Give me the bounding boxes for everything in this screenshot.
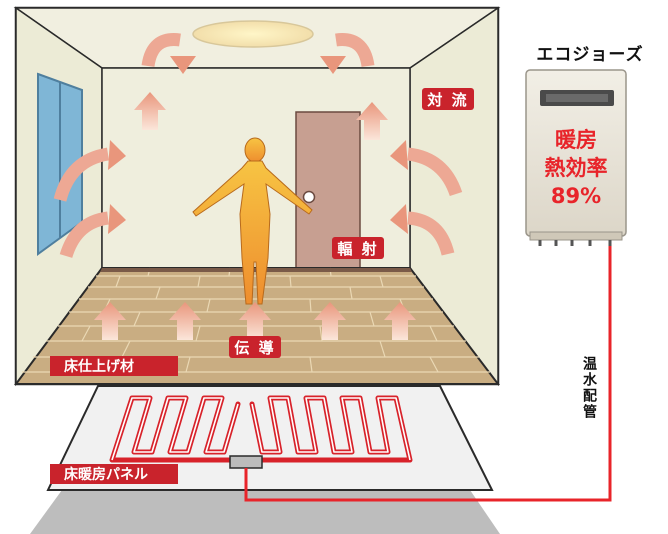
efficiency-line-1: 暖房 (555, 128, 597, 152)
panel-label: 床暖房パネル (50, 464, 178, 484)
door-knob (302, 190, 316, 204)
conduction-label: 伝 導 (229, 336, 281, 358)
pipe-manifold (229, 455, 263, 469)
efficiency-value: 89% (550, 184, 602, 208)
convection-arrowheads (108, 56, 408, 234)
pipe-label: 温水配管 (579, 352, 599, 424)
floor-finish-label: 床仕上げ材 (50, 356, 178, 376)
efficiency-line-2: 熱効率 (544, 156, 608, 180)
unit-name: エコジョーズ (536, 45, 644, 65)
convection-arrows (53, 33, 463, 259)
floor-shadow (30, 490, 500, 534)
radiation-label: 輻 射 (332, 237, 384, 259)
human-figure (192, 137, 313, 305)
door (295, 111, 361, 269)
convection-label: 対 流 (422, 88, 474, 110)
ceiling-light (192, 20, 314, 48)
hot-water-pipe (244, 238, 612, 502)
eco-jozu-unit (525, 69, 627, 246)
